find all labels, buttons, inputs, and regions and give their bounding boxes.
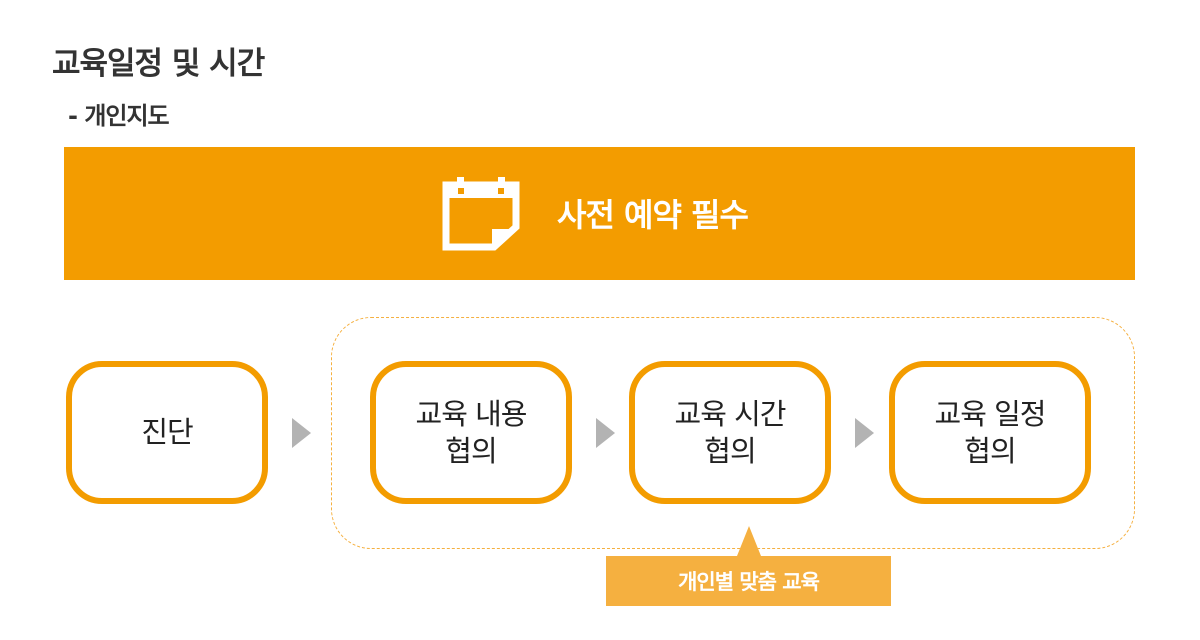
step-label: 교육 일정 협의 — [934, 396, 1047, 468]
step-time-consultation: 교육 시간 협의 — [629, 361, 831, 504]
personalized-education-callout: 개인별 맞춤 교육 — [606, 556, 891, 606]
step-content-consultation: 교육 내용 협의 — [370, 361, 572, 504]
reservation-banner — [64, 147, 1135, 280]
reservation-required-text: 사전 예약 필수 — [557, 196, 749, 234]
step-label: 진단 — [141, 415, 193, 449]
callout-text: 개인별 맞춤 교육 — [678, 570, 820, 594]
page-subtitle: - 개인지도 — [68, 102, 170, 130]
step-label: 교육 내용 협의 — [415, 396, 528, 468]
callout-pointer — [737, 526, 761, 556]
step-schedule-consultation: 교육 일정 협의 — [889, 361, 1091, 504]
step-diagnosis: 진단 — [66, 361, 268, 504]
consultation-group-frame — [331, 317, 1135, 549]
calendar-note-icon — [442, 177, 520, 251]
triangle-right-icon — [855, 418, 874, 448]
step-label: 교육 시간 협의 — [674, 396, 787, 468]
triangle-right-icon — [596, 418, 615, 448]
triangle-right-icon — [292, 418, 311, 448]
page-title: 교육일정 및 시간 — [52, 46, 265, 82]
